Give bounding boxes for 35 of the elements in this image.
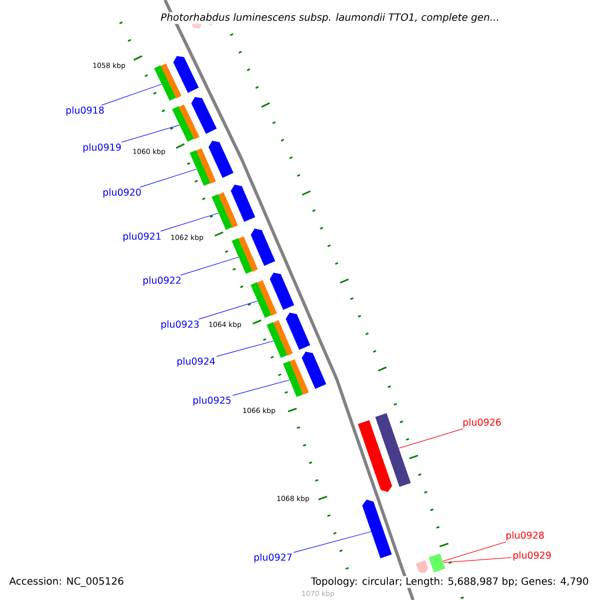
leader-line	[293, 531, 372, 553]
footer-text: Topology: circular; Length: 5,688,987 bp; Genes: 4,790	[310, 576, 590, 588]
gene-bar	[154, 65, 176, 101]
gene-bar	[212, 194, 232, 230]
gene-label: plu0921	[123, 232, 161, 242]
leader-line	[121, 124, 180, 142]
gene-bar	[172, 106, 194, 142]
footer-text: Accession: NC_005126	[8, 576, 125, 588]
leader-line	[398, 428, 464, 448]
gene-glyph	[362, 500, 392, 558]
gene-label: plu0919	[83, 143, 121, 153]
gene-label: plu0926	[463, 418, 501, 428]
gene-label: plu0929	[513, 551, 551, 561]
gene-label: plu0922	[143, 276, 180, 286]
gene-label: plu0924	[177, 357, 215, 367]
gene-bar	[190, 150, 210, 186]
gene-label: plu0925	[193, 396, 231, 406]
leader-line	[160, 212, 219, 232]
gene-bar	[428, 553, 446, 573]
title: Photorhabdus luminescens subsp. laumondii TTO1, complete gen...	[160, 12, 500, 24]
gene-bar	[232, 238, 252, 274]
gene-label: plu0923	[161, 320, 199, 330]
gene-label: plu0920	[103, 188, 141, 198]
leader-line	[180, 256, 239, 276]
gene-bar	[282, 361, 304, 397]
gene-label: plu0928	[506, 531, 544, 541]
gene-label: plu0927	[254, 553, 292, 563]
gene-label: plu0918	[66, 106, 104, 116]
leader-line	[198, 300, 258, 320]
leader-line	[443, 557, 512, 563]
leader-line	[140, 168, 197, 188]
gene-bar	[250, 282, 272, 318]
gene-bar	[375, 413, 411, 487]
gene-bar	[266, 322, 288, 358]
leader-line	[442, 542, 506, 562]
